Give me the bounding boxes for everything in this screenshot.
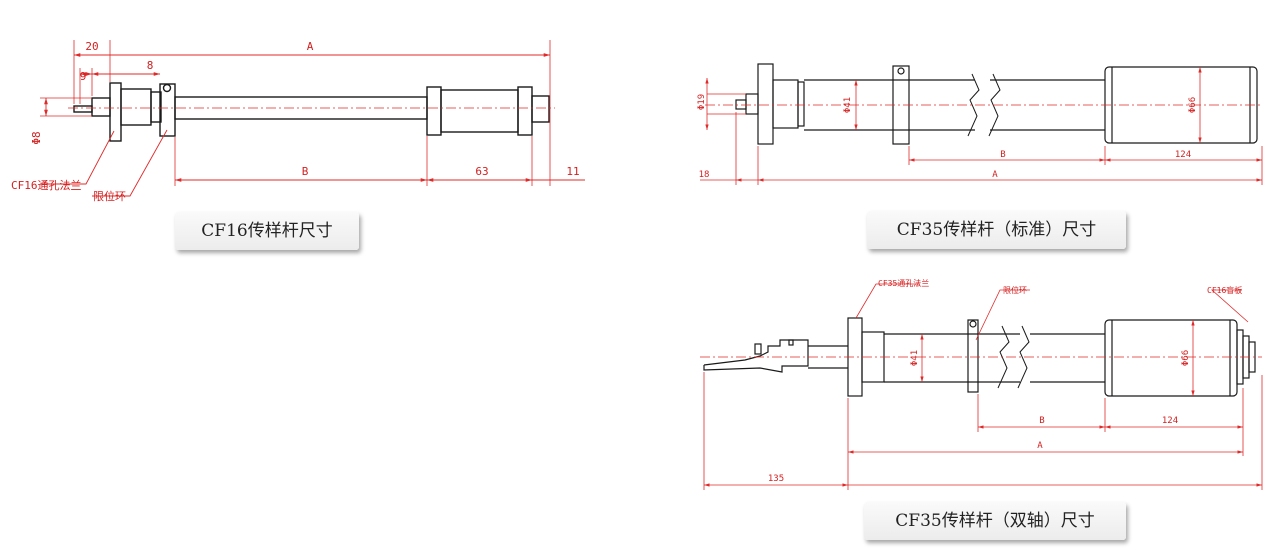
dim-phi8: Φ8 [30, 131, 43, 144]
dim-135: 135 [768, 474, 784, 484]
dim-63: 63 [475, 165, 488, 178]
dim-phi41: Φ41 [910, 350, 920, 366]
caption-cf16: CF16传样杆尺寸 [175, 212, 359, 250]
dim-b: B [302, 165, 309, 178]
cf16-drawing: 20 A 9 8 Φ8 B 63 11 CF16通孔法兰 限位环 [11, 40, 585, 203]
dim-20: 20 [85, 40, 98, 53]
cf35-standard-drawing: Φ19 Φ41 Φ66 B 124 18 A [697, 63, 1263, 185]
caption-cf35-standard: CF35传样杆（标准）尺寸 [867, 211, 1126, 249]
dim-a: A [307, 40, 314, 53]
dim-phi19: Φ19 [697, 94, 707, 110]
caption-cf35-dual: CF35传样杆（双轴）尺寸 [864, 502, 1126, 540]
dim-phi41: Φ41 [843, 97, 853, 113]
dim-a: A [1037, 441, 1043, 451]
dim-18: 18 [699, 170, 710, 180]
dim-phi66: Φ66 [1188, 97, 1198, 113]
dim-124: 124 [1175, 150, 1191, 160]
dim-11: 11 [566, 165, 579, 178]
dim-9: 9 [80, 70, 87, 83]
cf35-dual-drawing: CF35通孔法兰 限位环 CF16盲板 Φ41 Φ66 B 124 A 135 [700, 278, 1263, 490]
label-cf35-flange: CF35通孔法兰 [878, 278, 929, 288]
label-ring: 限位环 [93, 189, 126, 203]
dim-8: 8 [147, 59, 154, 72]
dim-a: A [992, 170, 998, 180]
dim-124: 124 [1162, 416, 1178, 426]
label-cf16-blank: CF16盲板 [1207, 285, 1242, 295]
dim-b: B [1000, 150, 1005, 160]
dim-phi66: Φ66 [1181, 350, 1191, 366]
dim-b: B [1039, 416, 1044, 426]
label-cf16-flange: CF16通孔法兰 [11, 178, 82, 192]
label-ring: 限位环 [1003, 285, 1027, 295]
